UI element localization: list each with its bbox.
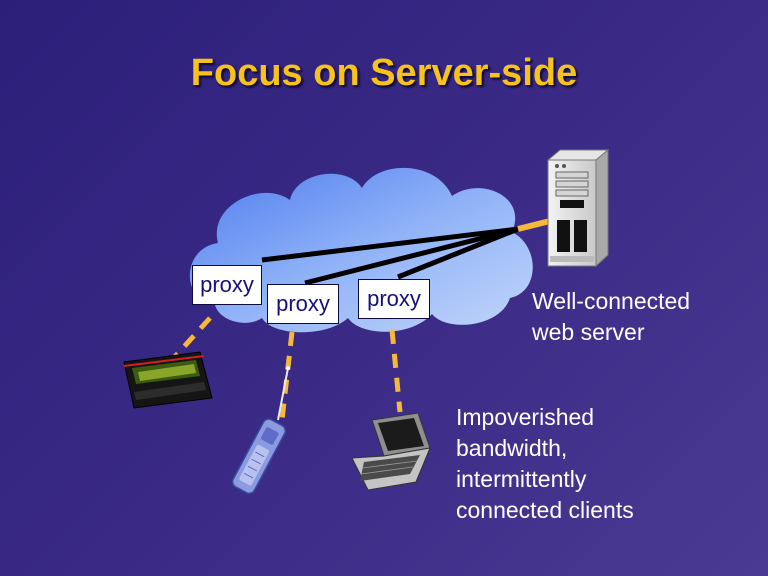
wired-link-2 — [304, 226, 519, 286]
laptop-icon — [351, 412, 431, 491]
proxy-box-1: proxy — [192, 265, 262, 305]
server-caption: Well-connected web server — [532, 286, 690, 348]
slide-title: Focus on Server-side — [190, 52, 578, 94]
wired-link-3 — [397, 226, 519, 280]
proxy-box-2: proxy — [267, 284, 339, 324]
server-caption-line-2: web server — [532, 319, 645, 345]
clients-caption: Impoverished bandwidth, intermittently c… — [456, 402, 634, 526]
clients-caption-line-3: intermittently — [456, 466, 587, 492]
wireless-link-pager — [170, 316, 212, 362]
wireless-link-phone — [279, 331, 295, 421]
clients-caption-line-4: connected clients — [456, 497, 634, 523]
cell-phone-icon — [231, 366, 290, 495]
wired-link-1 — [261, 226, 519, 263]
proxy-box-3: proxy — [358, 279, 430, 319]
wireless-links — [170, 316, 403, 421]
clients-caption-line-1: Impoverished — [456, 404, 595, 430]
server-caption-line-1: Well-connected — [532, 288, 691, 314]
clients-caption-line-2: bandwidth, — [456, 435, 568, 461]
pager-icon — [123, 351, 213, 409]
server-tower-icon — [546, 148, 610, 268]
wireless-link-laptop — [389, 329, 403, 413]
